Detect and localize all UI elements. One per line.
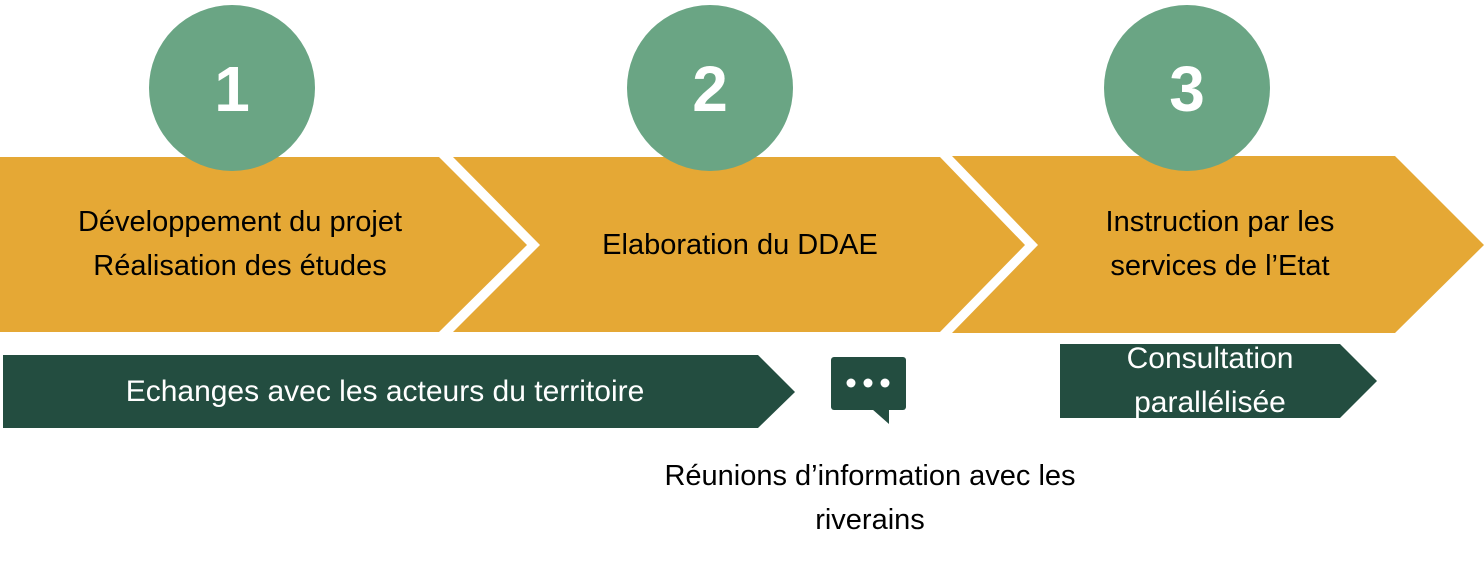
- step-3-line-2: services de l’Etat: [1110, 249, 1330, 282]
- step-1-label: Développement du projet Réalisation des …: [20, 201, 460, 288]
- step-1-line-2: Réalisation des études: [93, 249, 387, 282]
- meetings-line-2: riverains: [815, 503, 925, 536]
- step-number-3: 3: [1169, 53, 1205, 125]
- consultation-line-2: parallélisée: [1134, 385, 1286, 419]
- step-circle-1: [149, 5, 315, 171]
- step-2-label: Elaboration du DDAE: [520, 224, 960, 268]
- step-circle-2: [627, 5, 793, 171]
- chevron-step-3: [952, 156, 1484, 333]
- step-3-line-1: Instruction par les: [1105, 206, 1335, 238]
- consultation-label: Consultation parallélisée: [1060, 337, 1360, 424]
- consultation-arrow: [1060, 344, 1377, 418]
- step-number-1: 1: [214, 53, 250, 125]
- step-3-label: Instruction par les services de l’Etat: [1000, 201, 1440, 288]
- chat-bubble-icon: [831, 357, 906, 424]
- chevron-step-2: [453, 157, 1025, 332]
- step-circle-3: [1104, 5, 1270, 171]
- step-2-line-1: Elaboration du DDAE: [602, 229, 878, 261]
- step-1-line-1: Développement du projet: [77, 206, 403, 238]
- exchanges-arrow: [3, 355, 795, 428]
- meetings-label: Réunions d’information avec les riverain…: [580, 455, 1160, 542]
- consultation-line-1: Consultation: [1126, 342, 1294, 375]
- step-number-2: 2: [692, 53, 728, 125]
- chevron-step-1: [0, 157, 527, 332]
- meetings-line-1: Réunions d’information avec les: [664, 460, 1076, 492]
- exchanges-label: Echanges avec les acteurs du territoire: [125, 375, 645, 408]
